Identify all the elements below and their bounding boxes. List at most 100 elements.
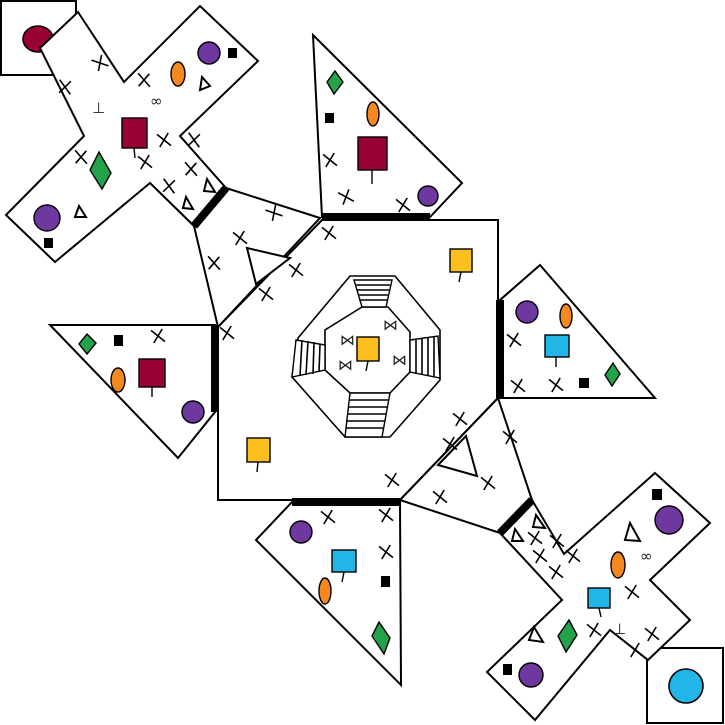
black-square-marker bbox=[381, 576, 390, 587]
x-cover-marker bbox=[337, 189, 355, 205]
x-cover-marker bbox=[506, 332, 522, 348]
wall-bottom-right-corridor bbox=[497, 497, 535, 536]
black-square-marker bbox=[228, 48, 237, 58]
red-square-objective[interactable] bbox=[138, 358, 166, 397]
x-cover-marker bbox=[58, 79, 72, 95]
orange-oval-token[interactable] bbox=[559, 303, 573, 329]
stairs-bottom[interactable] bbox=[344, 392, 391, 438]
x-cover-marker bbox=[527, 530, 543, 546]
black-square-marker bbox=[325, 113, 334, 123]
x-cover-marker bbox=[156, 132, 172, 148]
x-cover-marker bbox=[265, 204, 283, 222]
green-diamond-token[interactable] bbox=[371, 620, 391, 656]
x-cover-marker bbox=[232, 230, 248, 246]
x-cover-marker bbox=[288, 262, 304, 278]
x-cover-marker bbox=[532, 548, 548, 564]
bowtie-glyph: ⋈ bbox=[383, 316, 398, 334]
triangle-marker bbox=[202, 176, 217, 194]
purple-circle-token[interactable] bbox=[417, 185, 439, 207]
x-cover-marker bbox=[74, 149, 88, 165]
green-diamond-token[interactable] bbox=[89, 150, 112, 191]
x-cover-marker bbox=[187, 132, 201, 148]
triangle-marker bbox=[510, 526, 525, 542]
x-cover-marker bbox=[150, 328, 166, 344]
blue-square-objective[interactable] bbox=[331, 549, 357, 583]
green-diamond-token[interactable] bbox=[557, 618, 578, 654]
x-cover-marker bbox=[184, 161, 198, 177]
bowtie-glyph: ⋈ bbox=[392, 351, 407, 369]
yellow-square-objective[interactable] bbox=[246, 437, 271, 473]
x-cover-marker bbox=[502, 429, 518, 445]
x-cover-marker bbox=[395, 197, 411, 213]
up-tack-glyph: ⊥ bbox=[92, 99, 105, 117]
purple-circle-token[interactable] bbox=[289, 520, 313, 544]
purple-circle-token[interactable] bbox=[515, 300, 539, 324]
orange-oval-token[interactable] bbox=[110, 367, 126, 393]
x-cover-marker bbox=[548, 564, 564, 580]
green-diamond-token[interactable] bbox=[78, 332, 97, 356]
x-cover-marker bbox=[627, 642, 643, 658]
blue-square-objective[interactable] bbox=[587, 587, 611, 618]
red-square-objective[interactable] bbox=[357, 136, 388, 184]
x-cover-marker bbox=[432, 489, 448, 505]
x-cover-marker bbox=[258, 286, 274, 302]
yellow-square-objective[interactable] bbox=[356, 336, 380, 372]
x-cover-marker bbox=[378, 507, 394, 523]
cover-markers bbox=[58, 54, 660, 658]
purple-circle-token[interactable] bbox=[181, 400, 205, 424]
central-platform: ⋈ ⋈ ⋈ ⋈ bbox=[291, 275, 441, 438]
black-square-marker bbox=[114, 335, 123, 346]
orange-oval-token[interactable] bbox=[610, 551, 626, 579]
blue-base[interactable] bbox=[646, 647, 724, 724]
x-cover-marker bbox=[644, 626, 660, 642]
blue-circle-token[interactable] bbox=[668, 668, 704, 704]
purple-circle-token[interactable] bbox=[197, 41, 221, 65]
purple-circle-token[interactable] bbox=[33, 204, 61, 232]
bowtie-glyph: ⋈ bbox=[340, 331, 355, 349]
x-cover-marker bbox=[162, 178, 176, 194]
right-triangle-room[interactable] bbox=[499, 263, 658, 399]
black-square-marker bbox=[503, 664, 512, 675]
top-triangle-room[interactable] bbox=[311, 32, 464, 218]
triangle-marker bbox=[436, 434, 479, 478]
x-cover-marker bbox=[137, 154, 153, 170]
bowtie-glyph: ⋈ bbox=[338, 356, 353, 374]
orange-oval-token[interactable] bbox=[366, 101, 380, 127]
triangle-marker bbox=[245, 246, 293, 286]
triangle-marker bbox=[73, 203, 88, 218]
yellow-square-objective[interactable] bbox=[449, 248, 473, 283]
purple-circle-token[interactable] bbox=[654, 505, 684, 535]
blue-square-objective[interactable] bbox=[544, 334, 570, 367]
x-cover-marker bbox=[320, 509, 336, 525]
x-cover-marker bbox=[624, 584, 640, 600]
red-square-objective[interactable] bbox=[121, 117, 148, 159]
black-square-marker bbox=[44, 238, 53, 248]
x-cover-marker bbox=[384, 472, 400, 488]
triangle-marker bbox=[198, 74, 212, 92]
x-cover-marker bbox=[207, 255, 221, 271]
infinity-glyph: ∞ bbox=[640, 547, 653, 565]
green-diamond-token[interactable] bbox=[326, 69, 344, 96]
x-cover-marker bbox=[510, 378, 526, 394]
wall-top-left-corridor bbox=[190, 185, 230, 229]
orange-oval-token[interactable] bbox=[318, 577, 332, 605]
triangle-marker bbox=[527, 624, 545, 644]
x-cover-marker bbox=[137, 72, 151, 88]
green-diamond-token[interactable] bbox=[604, 361, 621, 388]
x-cover-marker bbox=[549, 533, 565, 549]
x-cover-marker bbox=[452, 411, 468, 427]
purple-circle-token[interactable] bbox=[518, 662, 544, 688]
x-cover-marker bbox=[91, 54, 109, 72]
x-cover-marker bbox=[219, 325, 235, 341]
orange-oval-token[interactable] bbox=[170, 61, 186, 87]
left-triangle-room[interactable] bbox=[47, 324, 216, 460]
triangle-marker bbox=[181, 194, 195, 211]
infinity-glyph: ∞ bbox=[150, 92, 163, 110]
x-cover-marker bbox=[378, 544, 394, 560]
stairs-right[interactable] bbox=[409, 335, 441, 379]
x-cover-marker bbox=[565, 548, 581, 564]
x-cover-marker bbox=[548, 377, 564, 393]
black-square-marker bbox=[579, 378, 589, 388]
triangle-marker bbox=[623, 520, 642, 543]
